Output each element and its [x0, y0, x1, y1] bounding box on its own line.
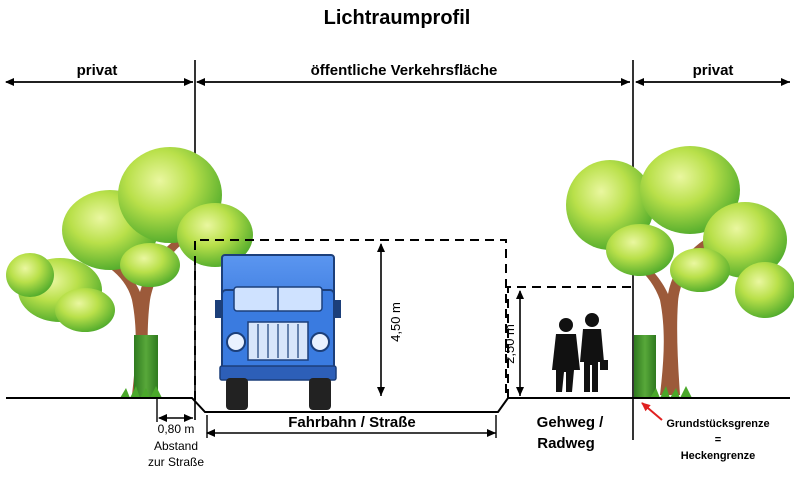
boundary-label-line1: Grundstücksgrenze	[666, 418, 769, 430]
walkway-label-line2: Radweg	[537, 435, 595, 452]
hedge-icon	[634, 335, 692, 398]
hedge-icon	[120, 335, 162, 398]
pedestrians-icon	[552, 313, 608, 392]
zone-header: privat öffentliche Verkehrsfläche privat	[5, 62, 790, 86]
diagram-title: Lichtraumprofil	[324, 7, 471, 29]
offset-label-line1: Abstand	[154, 439, 198, 453]
tree-icon	[6, 147, 253, 395]
zone-label-right-private: privat	[693, 62, 734, 79]
road-clearance-outline	[194, 239, 507, 400]
walkway-height-label: 2,50 m	[502, 324, 517, 364]
boundary-label-line3: Heckengrenze	[681, 450, 756, 462]
zone-label-public: öffentliche Verkehrsfläche	[311, 62, 498, 79]
road-label: Fahrbahn / Straße	[288, 414, 416, 431]
boundary-label-line2: =	[715, 434, 721, 446]
road-height-label: 4,50 m	[388, 302, 403, 342]
offset-value-label: 0,80 m	[158, 422, 195, 436]
zone-label-left-private: privat	[77, 62, 118, 79]
boundary-arrow	[641, 402, 663, 421]
truck-icon	[215, 254, 341, 410]
walkway-clearance-outline	[507, 286, 632, 398]
ground-profile-line	[6, 397, 790, 413]
tree-icon	[566, 146, 794, 395]
offset-label-line2: zur Straße	[148, 455, 204, 469]
walkway-label-line1: Gehweg /	[537, 414, 605, 431]
